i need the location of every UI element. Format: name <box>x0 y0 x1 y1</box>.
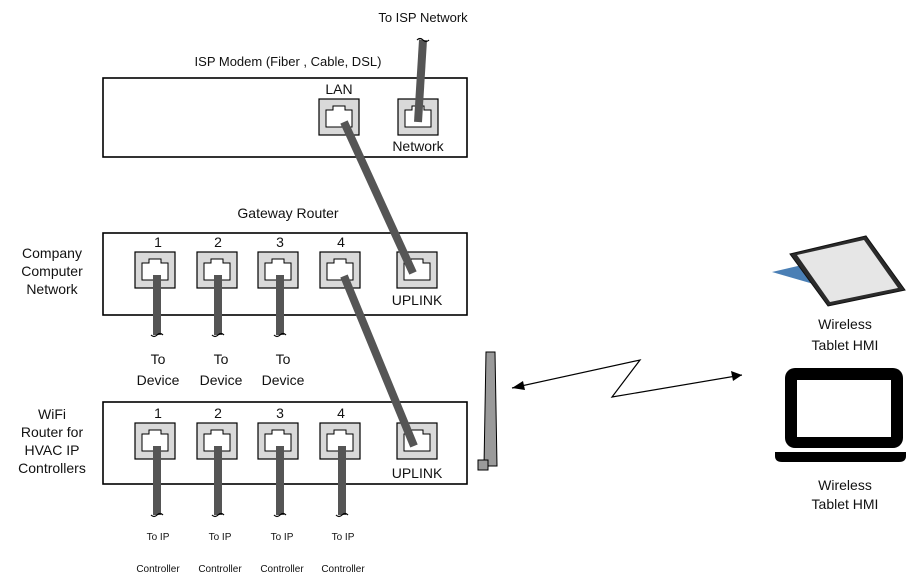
laptop-hmi-label-1: Wireless <box>818 477 872 493</box>
gateway-port-4 <box>319 251 361 289</box>
gateway-uplink-label: UPLINK <box>392 292 443 308</box>
gateway-port-3-label: 3 <box>276 234 284 250</box>
to-ip-4-top: To IP <box>332 532 355 543</box>
to-ip-2-bottom: Controller <box>198 564 242 575</box>
laptop-hmi-label-2: Tablet HMI <box>812 496 879 512</box>
company-network-label-1: Company <box>22 245 82 261</box>
wifi-port-2-label: 2 <box>214 405 222 421</box>
antenna-icon <box>477 351 498 471</box>
company-network-label-2: Computer <box>21 263 83 279</box>
company-network-label-3: Network <box>26 281 78 297</box>
gateway-port-1-label: 1 <box>154 234 162 250</box>
to-isp-network-label: To ISP Network <box>378 10 468 25</box>
to-ip-3-top: To IP <box>271 532 294 543</box>
isp-network-cable <box>414 39 427 123</box>
to-device-3-top: To <box>276 351 291 367</box>
to-device-1-bottom: Device <box>137 372 180 388</box>
to-ip-4-bottom: Controller <box>321 564 365 575</box>
to-device-1-top: To <box>151 351 166 367</box>
wifi-router-label-1: WiFi <box>38 406 66 422</box>
lan-port <box>318 98 360 136</box>
gateway-port-2-label: 2 <box>214 234 222 250</box>
to-ip-2-top: To IP <box>209 532 232 543</box>
tablet-hmi-label-2: Tablet HMI <box>812 337 879 353</box>
gateway-to-wifi-cable <box>340 274 418 448</box>
lan-to-uplink-cable <box>340 120 417 275</box>
to-device-2-top: To <box>214 351 229 367</box>
wifi-uplink-label: UPLINK <box>392 465 443 481</box>
wifi-port-3-label: 3 <box>276 405 284 421</box>
to-device-3-bottom: Device <box>262 372 305 388</box>
cable-break-marks <box>150 37 430 518</box>
wireless-link-arrow <box>511 359 743 398</box>
isp-modem-title: ISP Modem (Fiber , Cable, DSL) <box>195 54 382 69</box>
to-ip-3-bottom: Controller <box>260 564 304 575</box>
wifi-router-label-4: Controllers <box>18 460 86 476</box>
network-port-label: Network <box>392 138 444 154</box>
to-ip-1-top: To IP <box>147 532 170 543</box>
gateway-router-title: Gateway Router <box>237 205 338 221</box>
lan-port-label: LAN <box>325 81 352 97</box>
laptop-icon <box>775 368 906 462</box>
to-ip-1-bottom: Controller <box>136 564 180 575</box>
tablet-icon <box>772 235 906 307</box>
wifi-router-label-2: Router for <box>21 424 84 440</box>
wifi-router-label-3: HVAC IP <box>25 442 80 458</box>
wifi-port-1-label: 1 <box>154 405 162 421</box>
to-device-2-bottom: Device <box>200 372 243 388</box>
tablet-hmi-label-1: Wireless <box>818 316 872 332</box>
gateway-port-4-label: 4 <box>337 234 345 250</box>
wifi-port-4-label: 4 <box>337 405 345 421</box>
cables <box>153 39 427 515</box>
